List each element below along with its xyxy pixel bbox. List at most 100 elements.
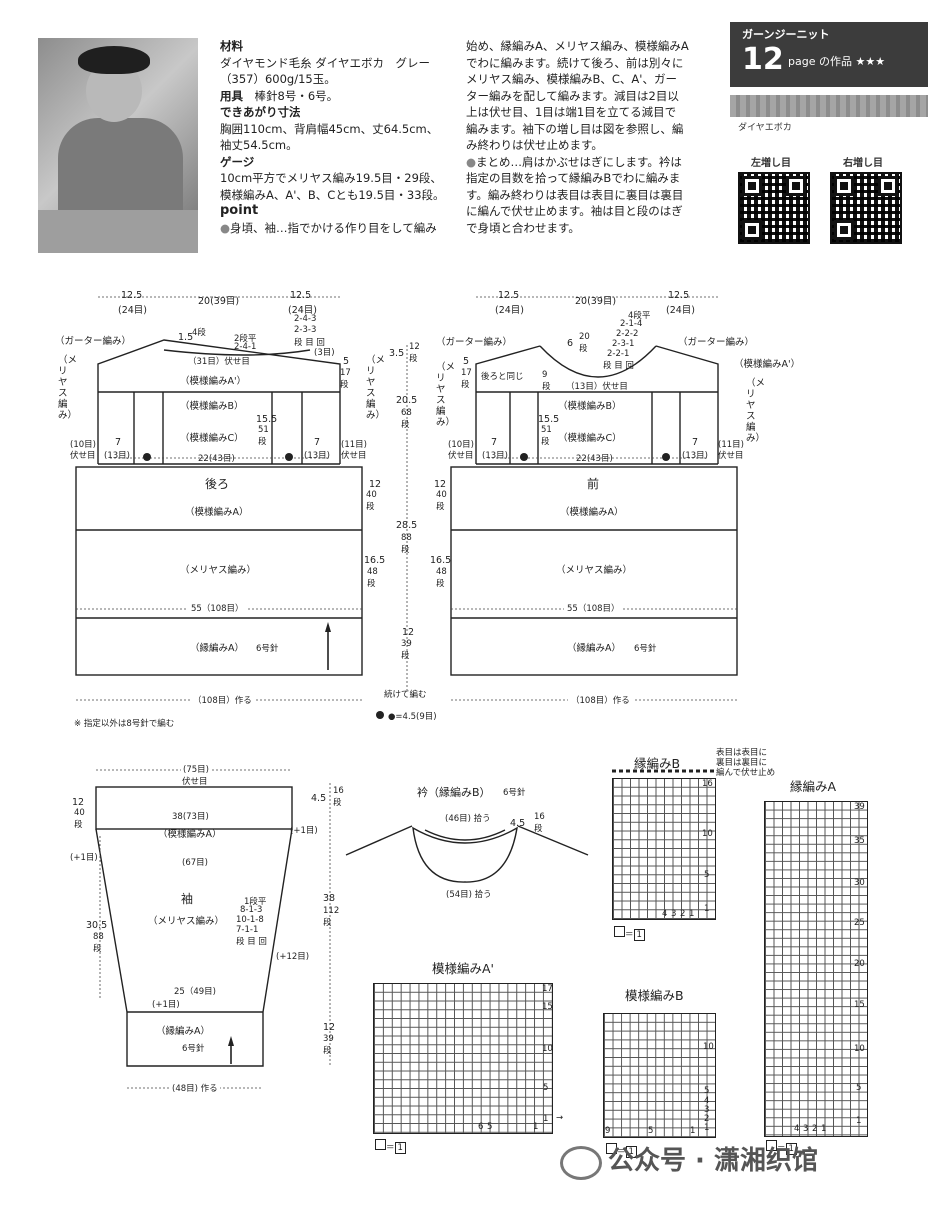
dim-label: 5 <box>343 356 350 367</box>
dim-label: 28.5 <box>396 520 418 531</box>
pattern-label: （模様編みA） <box>560 507 624 518</box>
dot-legend: ●=4.5(9目) <box>388 712 437 722</box>
garter-label: （ガーター編み） <box>678 337 755 348</box>
qr-code-right-icon[interactable] <box>830 172 902 244</box>
dim-label: 88段 <box>93 932 104 954</box>
chart-title-ribB: 縁編みB <box>634 756 681 771</box>
pattern-label: （模様編みA'） <box>734 359 801 370</box>
row-number: 1 <box>704 904 710 914</box>
dim-label: 6 <box>567 338 574 349</box>
legend: ＝1 <box>606 1143 637 1158</box>
cast-on-label: （108目）作る <box>568 694 633 706</box>
dim-label: (+12目) <box>276 952 310 962</box>
row-number: 17 <box>542 984 553 994</box>
col-number: 4 <box>662 909 668 919</box>
text-line: 始め、縁編みA、メリヤス編み、模様編みA <box>466 39 689 53</box>
dim-label: 22(43目) <box>198 454 235 464</box>
dim-label: 9段 <box>542 370 551 392</box>
col-number: 9 <box>605 1126 611 1136</box>
dim-label: 22(43目) <box>576 454 613 464</box>
dim-label: (13目) <box>682 451 708 461</box>
col-number: 1 <box>689 909 695 919</box>
text-line: 指定の目数を拾って縁編みBでわに編みま <box>466 171 681 185</box>
dim-label: 伏せ目 <box>70 451 96 461</box>
dim-label: (10目) <box>448 440 474 450</box>
dim-label: (11目) <box>718 440 744 450</box>
neck-seq: 段 目 回 <box>294 338 325 348</box>
pattern-label: （模様編みB） <box>180 401 244 412</box>
pattern-label: （模様編みB） <box>558 401 622 412</box>
chart-title-patB: 模様編みB <box>625 988 684 1003</box>
text-line: でわに編みます。続けて後ろ、前は別々に <box>466 55 684 70</box>
neck-seq: 段 目 回 <box>603 361 634 371</box>
neck-seq: 2-4-1 <box>234 342 257 352</box>
gauge-heading: ゲージ <box>220 154 255 169</box>
watermark-text: 公众号 · 潇湘织馆 <box>608 1146 818 1176</box>
row-number: 5 <box>704 870 710 880</box>
text-line: に編んで伏せ止めます。袖は目と段のはぎ <box>466 204 683 218</box>
dim-label: 16.5 <box>364 555 386 566</box>
dim-label: 51段 <box>541 425 552 447</box>
size-line: 胸囲110cm、背肩幅45cm、丈64.5cm、 <box>220 121 439 136</box>
inc-seq: 10-1-8 <box>236 915 264 925</box>
dim-label: (13目) <box>482 451 508 461</box>
dim-label: 16.5 <box>430 555 452 566</box>
dim-label: 12.5 <box>290 290 312 301</box>
dim-label: 12.5 <box>498 290 520 301</box>
stockinette-label: （メリヤス編み） <box>58 355 78 421</box>
dim-label: 20.5 <box>396 395 418 406</box>
text-line: まとめ…肩はかぶせはぎにします。衿は <box>476 154 682 169</box>
dim-label: 12 <box>72 797 85 808</box>
dim-label: 12 <box>369 479 382 490</box>
dim-label: 12.5 <box>121 290 143 301</box>
materials-line: ダイヤモンド毛糸 ダイヤエボカ グレー <box>220 55 430 70</box>
dim-label: 7 <box>692 437 699 448</box>
neck-seq: 2-3-3 <box>294 325 317 335</box>
pattern-label: （模様編みC） <box>180 433 244 444</box>
row-number: 16 <box>702 779 713 789</box>
dim-label: 51段 <box>258 425 269 447</box>
rib-label: （縁編みA） <box>190 643 244 654</box>
tools-heading: 用具 <box>220 88 243 103</box>
chart-note: 表目は表目に <box>716 748 768 758</box>
collar-title: 衿（縁編みB） <box>417 786 491 799</box>
dim-label: (75目) <box>181 763 211 775</box>
dim-label: 伏せ目 <box>182 777 208 787</box>
dim-label: 4.5 <box>311 793 327 804</box>
pattern-header: ガーンジーニット 12 page の作品 ★★★ <box>730 22 928 87</box>
col-number: 2 <box>680 909 686 919</box>
chart-title-ribA: 縁編みA <box>790 779 837 794</box>
row-number: 5 <box>704 1086 710 1096</box>
neck-seq: 4段平 <box>628 311 651 321</box>
row-number: 4 <box>704 1096 710 1106</box>
dim-label: 38 <box>323 893 336 904</box>
dim-label: (46目) 拾う <box>445 814 491 824</box>
rib-label: （縁編みA） <box>567 643 621 654</box>
row-number: 10 <box>854 1044 865 1054</box>
tools-text: 棒針8号・6号。 <box>254 88 339 103</box>
dim-label: (+1目) <box>70 853 98 863</box>
point-line: 身頃、袖…指でかける作り目をして編み <box>230 220 437 235</box>
dim-label: 4.5 <box>510 818 526 829</box>
materials-heading: 材料 <box>220 39 243 53</box>
back-title: 後ろ <box>205 477 230 491</box>
inc-seq: 段 目 回 <box>236 937 267 947</box>
stitch-grid-ribA <box>764 801 868 1137</box>
legend: ＝1 <box>375 1139 406 1154</box>
size-heading: できあがり寸法 <box>220 105 301 119</box>
stockinette-label: （メリヤス編み） <box>746 378 766 444</box>
col-number: 1 <box>690 1126 696 1136</box>
point-heading: point <box>220 203 259 218</box>
stitch-grid-patA2 <box>373 983 553 1134</box>
dim-label: 17段 <box>461 368 472 390</box>
row-number: 15 <box>542 1002 553 1012</box>
row-number: 1 <box>704 1123 710 1133</box>
neck-seq: 2-2-2 <box>616 329 639 339</box>
dim-label: 88段 <box>401 533 412 555</box>
dim-label: 伏せ目 <box>448 451 474 461</box>
stockinette-label: （メリヤス編み） <box>366 355 386 421</box>
dim-label: (67目) <box>182 858 208 868</box>
qr-code-left-icon[interactable] <box>738 172 810 244</box>
row-number: 1 <box>856 1116 862 1126</box>
pattern-label: （模様編みA'） <box>180 376 247 387</box>
